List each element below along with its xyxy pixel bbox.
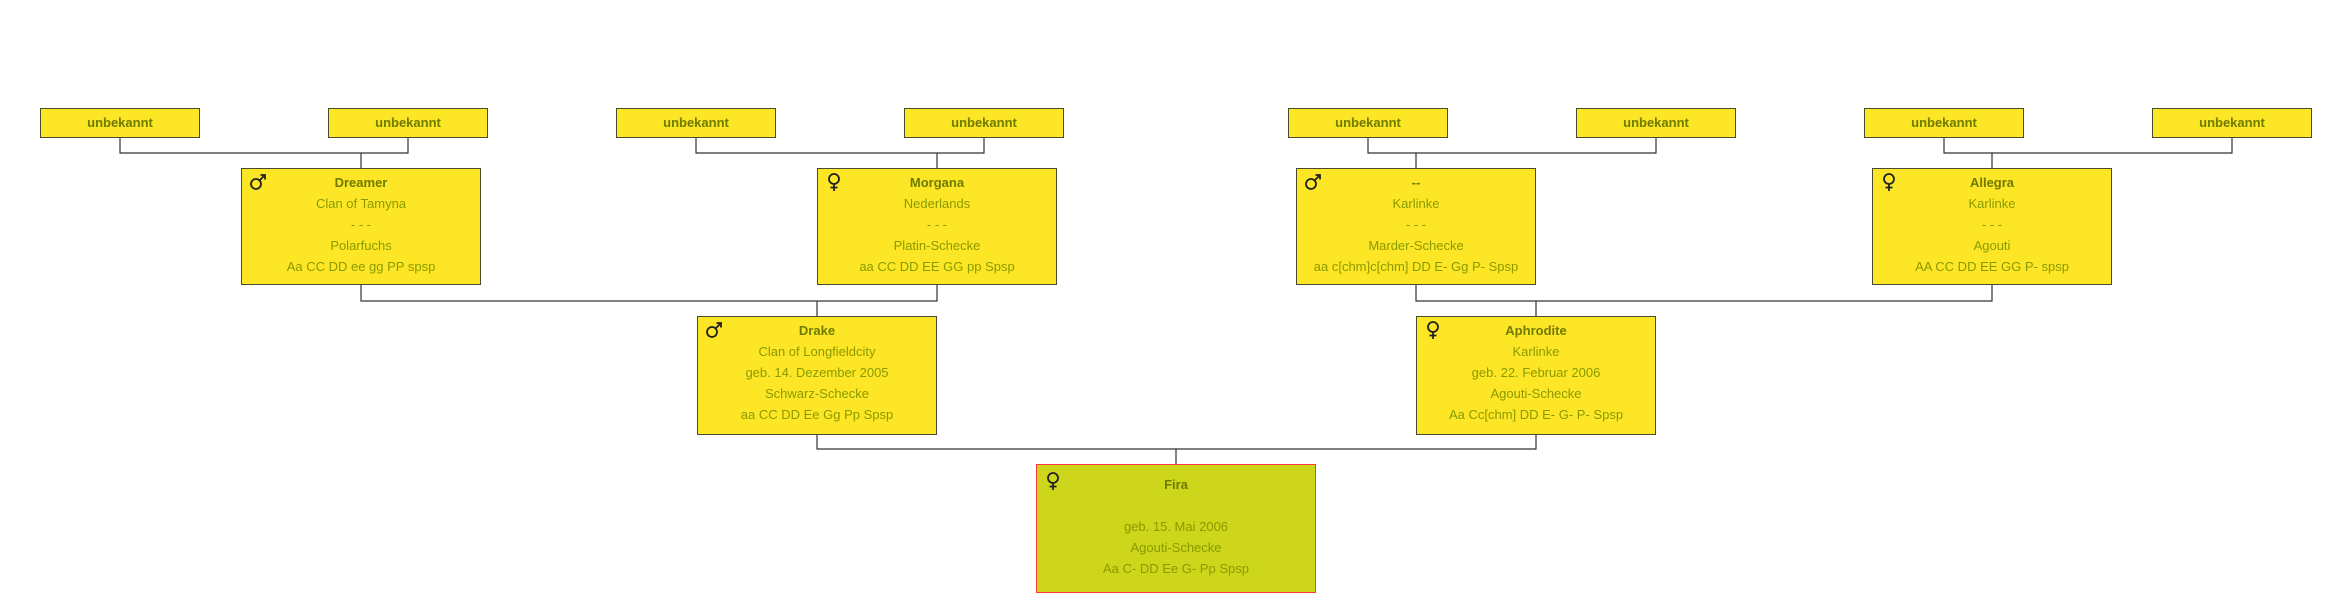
- coat-color: Agouti-Schecke: [1130, 540, 1222, 555]
- male-icon: [250, 174, 266, 190]
- breeder: Clan of Tamyna: [315, 196, 407, 211]
- unknown-ancestor[interactable]: unbekannt: [1288, 108, 1448, 138]
- breeder: Karlinke: [1392, 196, 1440, 211]
- animal-name: Aphrodite: [1505, 323, 1567, 338]
- breeder: Nederlands: [903, 196, 971, 211]
- male-icon: [706, 322, 722, 338]
- female-icon: [1427, 321, 1439, 339]
- genotype: aa CC DD EE GG pp Spsp: [859, 259, 1015, 274]
- female-icon: [828, 173, 840, 191]
- unknown-ancestor[interactable]: unbekannt: [40, 108, 200, 138]
- birth-date: - - -: [1981, 217, 2003, 232]
- female-icon: [1883, 173, 1895, 191]
- connector-fira: [816, 435, 1537, 464]
- coat-color: Agouti-Schecke: [1490, 386, 1582, 401]
- animal-name: Allegra: [1969, 175, 2015, 190]
- coat-color: Polarfuchs: [330, 238, 392, 253]
- female-icon: [1047, 472, 1059, 490]
- connector-drake: [360, 285, 938, 316]
- child-fira-card[interactable]: Fira geb. 15. Mai 2006 Agouti-Schecke Aa…: [1036, 464, 1316, 593]
- unknown-ancestor[interactable]: unbekannt: [904, 108, 1064, 138]
- grandfather-unnamed-card[interactable]: -- Karlinke - - - Marder-Schecke aa c[ch…: [1296, 168, 1536, 285]
- animal-name: Morgana: [909, 175, 965, 190]
- genotype: aa CC DD Ee Gg Pp Spsp: [740, 407, 894, 422]
- breeder: Clan of Longfieldcity: [758, 344, 876, 359]
- coat-color: Agouti: [1973, 238, 2011, 253]
- grandfather-dreamer-card[interactable]: Dreamer Clan of Tamyna - - - Polarfuchs …: [241, 168, 481, 285]
- birth-date: - - -: [350, 217, 372, 232]
- birth-date: geb. 14. Dezember 2005: [745, 365, 889, 380]
- birth-date: - - -: [926, 217, 948, 232]
- connector-allegra: [1943, 138, 2233, 168]
- grandmother-allegra-card[interactable]: Allegra Karlinke - - - Agouti AA CC DD E…: [1872, 168, 2112, 285]
- animal-name: Fira: [1164, 477, 1188, 492]
- unknown-ancestor[interactable]: unbekannt: [1576, 108, 1736, 138]
- genotype: AA CC DD EE GG P- spsp: [1915, 259, 2069, 274]
- birth-date: geb. 22. Februar 2006: [1471, 365, 1601, 380]
- genotype: Aa CC DD ee gg PP spsp: [286, 259, 436, 274]
- genotype: Aa Cc[chm] DD E- G- P- Spsp: [1448, 407, 1624, 422]
- unknown-ancestor[interactable]: unbekannt: [616, 108, 776, 138]
- birth-date: - - -: [1405, 217, 1427, 232]
- connector-aphrodite: [1415, 285, 1993, 316]
- unknown-ancestor[interactable]: unbekannt: [1864, 108, 2024, 138]
- breeder: [1037, 495, 1315, 516]
- animal-name: Drake: [798, 323, 836, 338]
- birth-date: geb. 15. Mai 2006: [1123, 519, 1229, 534]
- male-icon: [1305, 174, 1321, 190]
- mother-aphrodite-card[interactable]: Aphrodite Karlinke geb. 22. Februar 2006…: [1416, 316, 1656, 435]
- grandmother-morgana-card[interactable]: Morgana Nederlands - - - Platin-Schecke …: [817, 168, 1057, 285]
- connector-morgana: [695, 138, 985, 168]
- breeder: Karlinke: [1968, 196, 2016, 211]
- animal-name: --: [1411, 175, 1421, 190]
- animal-name: Dreamer: [334, 175, 388, 190]
- unknown-ancestor[interactable]: unbekannt: [328, 108, 488, 138]
- coat-color: Marder-Schecke: [1368, 238, 1464, 253]
- breeder: Karlinke: [1512, 344, 1560, 359]
- father-drake-card[interactable]: Drake Clan of Longfieldcity geb. 14. Dez…: [697, 316, 937, 435]
- unknown-ancestor[interactable]: unbekannt: [2152, 108, 2312, 138]
- genotype: Aa C- DD Ee G- Pp Spsp: [1103, 561, 1249, 576]
- genotype: aa c[chm]c[chm] DD E- Gg P- Spsp: [1313, 259, 1519, 274]
- coat-color: Platin-Schecke: [893, 238, 981, 253]
- connector-dreamer: [119, 138, 409, 168]
- connector-unnamed: [1367, 138, 1657, 168]
- coat-color: Schwarz-Schecke: [764, 386, 870, 401]
